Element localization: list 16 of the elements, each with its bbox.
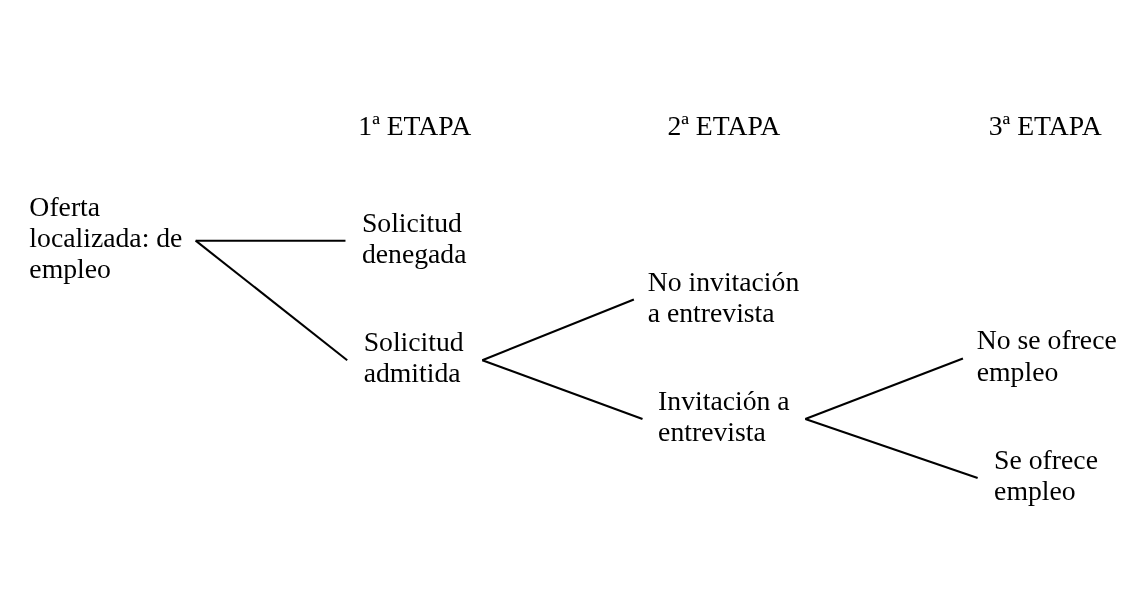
connector bbox=[805, 417, 978, 479]
connector bbox=[481, 298, 635, 361]
label: 1ª ETAPA bbox=[358, 109, 472, 141]
connector bbox=[804, 357, 964, 420]
node-text: No invitación a entrevista bbox=[647, 265, 800, 328]
node-text: Invitación a entrevista bbox=[658, 384, 790, 447]
label: 3ª ETAPA bbox=[988, 109, 1102, 141]
node-text: Solicitud admitida bbox=[363, 325, 464, 388]
node-text: Oferta localizada: de empleo bbox=[29, 190, 183, 284]
node-text: Se ofrece empleo bbox=[994, 443, 1098, 506]
node-text: No se ofrece empleo bbox=[976, 323, 1117, 387]
label: 2ª ETAPA bbox=[667, 109, 781, 141]
connector bbox=[195, 239, 346, 242]
connector bbox=[195, 239, 348, 361]
node-text: Solicitud denegada bbox=[361, 206, 467, 269]
connector bbox=[481, 358, 643, 420]
